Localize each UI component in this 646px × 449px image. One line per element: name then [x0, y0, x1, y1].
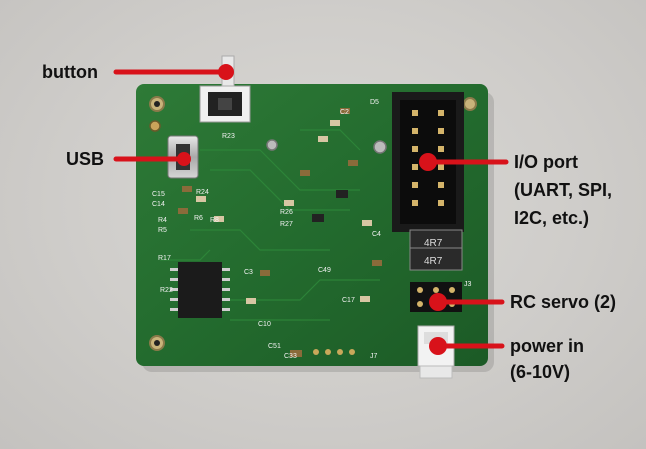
- silk-label: C10: [258, 321, 271, 328]
- silk-label: C33: [284, 353, 297, 360]
- silk-label: C49: [318, 267, 331, 274]
- silk-label: R24: [196, 189, 209, 196]
- callout-power-voltage: (6-10V): [510, 362, 571, 382]
- silk-label: C14: [152, 201, 165, 208]
- silk-label: R8: [210, 217, 219, 224]
- silk-label: D5: [370, 99, 379, 106]
- silk-label: C2: [340, 109, 349, 116]
- silk-label: R26: [280, 209, 293, 216]
- silk-label: R22: [160, 287, 173, 294]
- inductor-2: [409, 247, 463, 271]
- silk-label: J7: [370, 353, 378, 360]
- silkscreen-labels: R23 C15 C14 R24 R4 R5 R6 R8 R17 R22 C3 C…: [152, 99, 472, 360]
- silk-label: C17: [342, 297, 355, 304]
- callout-io-port-detail: (UART, SPI,: [514, 180, 613, 200]
- silk-label: R6: [194, 215, 203, 222]
- silk-label: C4: [372, 231, 381, 238]
- mounting-hole: [463, 97, 477, 111]
- callout-io-port: I/O port: [514, 152, 578, 172]
- inductor-label-2: 4R7: [424, 256, 443, 267]
- silk-label: R17: [158, 255, 171, 262]
- silk-label: C51: [268, 343, 281, 350]
- smd-components: [178, 108, 382, 357]
- callout-button: button: [42, 62, 98, 82]
- silk-label: R27: [280, 221, 293, 228]
- callout-usb: USB: [66, 149, 105, 169]
- silk-label: R4: [158, 217, 167, 224]
- inductor-label-1: 4R7: [424, 238, 443, 249]
- silk-label: C15: [152, 191, 165, 198]
- silk-label: R5: [158, 227, 167, 234]
- ic-chip: [170, 262, 230, 318]
- callout-dots: [177, 64, 447, 355]
- silk-label: R23: [222, 133, 235, 140]
- j7-pins: [313, 349, 355, 355]
- callout-power-in: power in: [510, 336, 585, 356]
- callout-rc-servo: RC servo (2): [510, 292, 617, 312]
- silk-label: C3: [244, 269, 253, 276]
- callout-io-port-detail: I2C, etc.): [514, 208, 590, 228]
- silk-label: J3: [464, 281, 472, 288]
- callout-lines: [113, 69, 509, 349]
